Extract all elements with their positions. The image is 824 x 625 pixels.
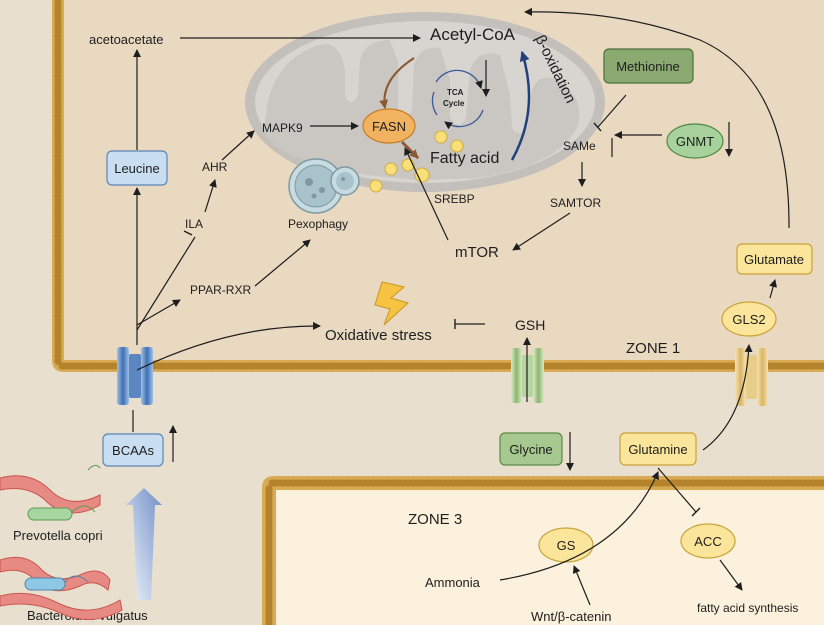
node-gls2-label: GLS2 [732, 312, 765, 327]
label-zone3: ZONE 3 [408, 511, 462, 528]
node-fasn: FASN [362, 108, 416, 144]
lightning-icon [374, 281, 409, 326]
node-acc: ACC [680, 523, 736, 559]
nodes: Leucine BCAAs Methionine GNMT Glutamate … [102, 48, 813, 563]
label-mtor: mTOR [455, 244, 499, 261]
pexophagy-organelle-icon [288, 158, 360, 214]
node-gnmt-label: GNMT [676, 134, 714, 149]
label-wnt: Wnt/β-catenin [531, 609, 611, 624]
channel-bcaa [117, 347, 153, 405]
lipid-droplets [369, 130, 464, 193]
node-bcaas-label: BCAAs [112, 443, 154, 458]
node-glutamine-label: Glutamine [628, 442, 687, 457]
node-bcaas: BCAAs [102, 433, 164, 467]
label-ppar-rxr: PPAR-RXR [190, 283, 251, 297]
node-glycine-label: Glycine [509, 442, 552, 457]
label-ammonia: Ammonia [425, 575, 481, 590]
label-tca-2: Cycle [443, 99, 465, 108]
label-acetyl-coa: Acetyl-CoA [430, 25, 516, 44]
gut-bacteria-illustration [0, 464, 123, 621]
label-prevotella: Prevotella copri [13, 528, 103, 543]
node-glutamate-label: Glutamate [744, 252, 804, 267]
node-glutamate: Glutamate [736, 243, 813, 275]
mitochondrion [245, 12, 605, 192]
node-fasn-label: FASN [372, 119, 406, 134]
channel-glutamine [735, 348, 768, 406]
arrow-beta-oxidation [510, 51, 531, 161]
label-ahr: AHR [202, 160, 228, 174]
label-oxidative-stress: Oxidative stress [325, 327, 432, 344]
gut-to-liver-arrow [126, 488, 162, 600]
node-gnmt: GNMT [666, 123, 724, 159]
channel-glycine [511, 348, 544, 403]
label-same: SAMe [563, 139, 596, 153]
node-methionine-label: Methionine [616, 59, 680, 74]
label-acetoacetate: acetoacetate [89, 32, 163, 47]
node-leucine-label: Leucine [114, 161, 160, 176]
node-leucine: Leucine [106, 150, 168, 186]
label-ila: ILA [185, 217, 203, 231]
node-gs-label: GS [557, 538, 576, 553]
node-gs: GS [538, 527, 594, 563]
node-gls2: GLS2 [721, 301, 777, 337]
arrow-acetylcoa-fasn [379, 57, 415, 109]
label-fatty-acid-synthesis: fatty acid synthesis [697, 601, 798, 615]
node-glutamine: Glutamine [619, 432, 697, 466]
node-glycine: Glycine [499, 432, 563, 466]
label-tca-1: TCA [447, 88, 464, 97]
zone3-cell [262, 476, 824, 625]
label-pexophagy: Pexophagy [288, 217, 348, 231]
node-acc-label: ACC [694, 534, 721, 549]
label-zone1: ZONE 1 [626, 340, 680, 357]
node-methionine: Methionine [603, 48, 694, 84]
label-fatty-acid: Fatty acid [430, 150, 499, 167]
tca-cycle [431, 69, 484, 130]
label-srebp: SREBP [434, 192, 475, 206]
label-mapk9: MAPK9 [262, 121, 303, 135]
level-indicators [169, 122, 733, 471]
label-gsh: GSH [515, 317, 545, 333]
label-samtor: SAMTOR [550, 196, 601, 210]
pathway-arrows [132, 7, 790, 606]
